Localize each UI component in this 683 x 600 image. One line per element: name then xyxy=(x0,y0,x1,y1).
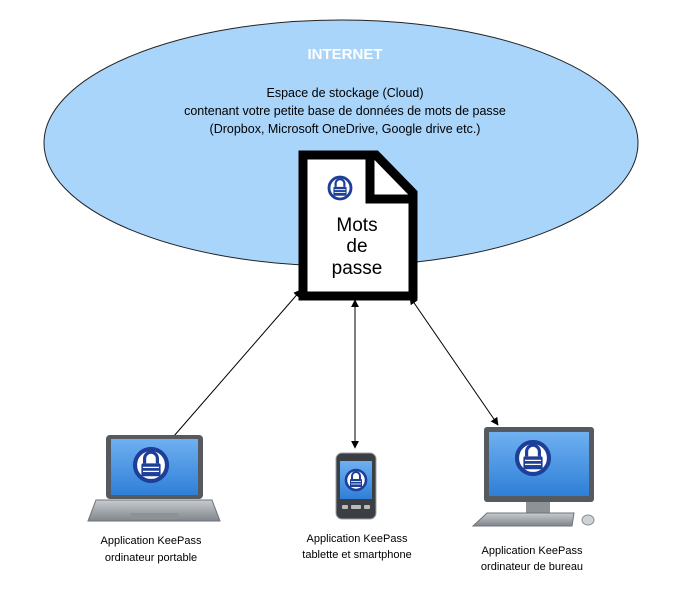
document-line-3: passe xyxy=(332,258,383,279)
arrow-desktop-document xyxy=(409,296,499,426)
mobile-label-1: Application KeePass xyxy=(307,533,408,545)
desktop-label-1: Application KeePass xyxy=(482,545,583,557)
desktop-label-2: ordinateur de bureau xyxy=(481,561,583,573)
document-line-2: de xyxy=(346,236,367,257)
smartphone-icon xyxy=(335,452,377,520)
cloud-line-1: Espace de stockage (Cloud) xyxy=(266,86,423,100)
document-line-1: Mots xyxy=(336,215,377,236)
laptop-label-1: Application KeePass xyxy=(101,535,202,547)
cloud-title: INTERNET xyxy=(308,46,383,63)
password-document: Mots de passe xyxy=(298,150,418,301)
laptop-label-2: ordinateur portable xyxy=(105,552,197,564)
desktop-computer-icon xyxy=(471,427,595,527)
keepass-lock-icon xyxy=(327,175,353,201)
cloud-line-3: (Dropbox, Microsoft OneDrive, Google dri… xyxy=(210,122,481,136)
cloud-line-2: contenant votre petite base de données d… xyxy=(184,104,506,118)
arrow-laptop-document xyxy=(166,289,302,445)
laptop-icon xyxy=(87,435,221,522)
mobile-label-2: tablette et smartphone xyxy=(302,549,411,561)
